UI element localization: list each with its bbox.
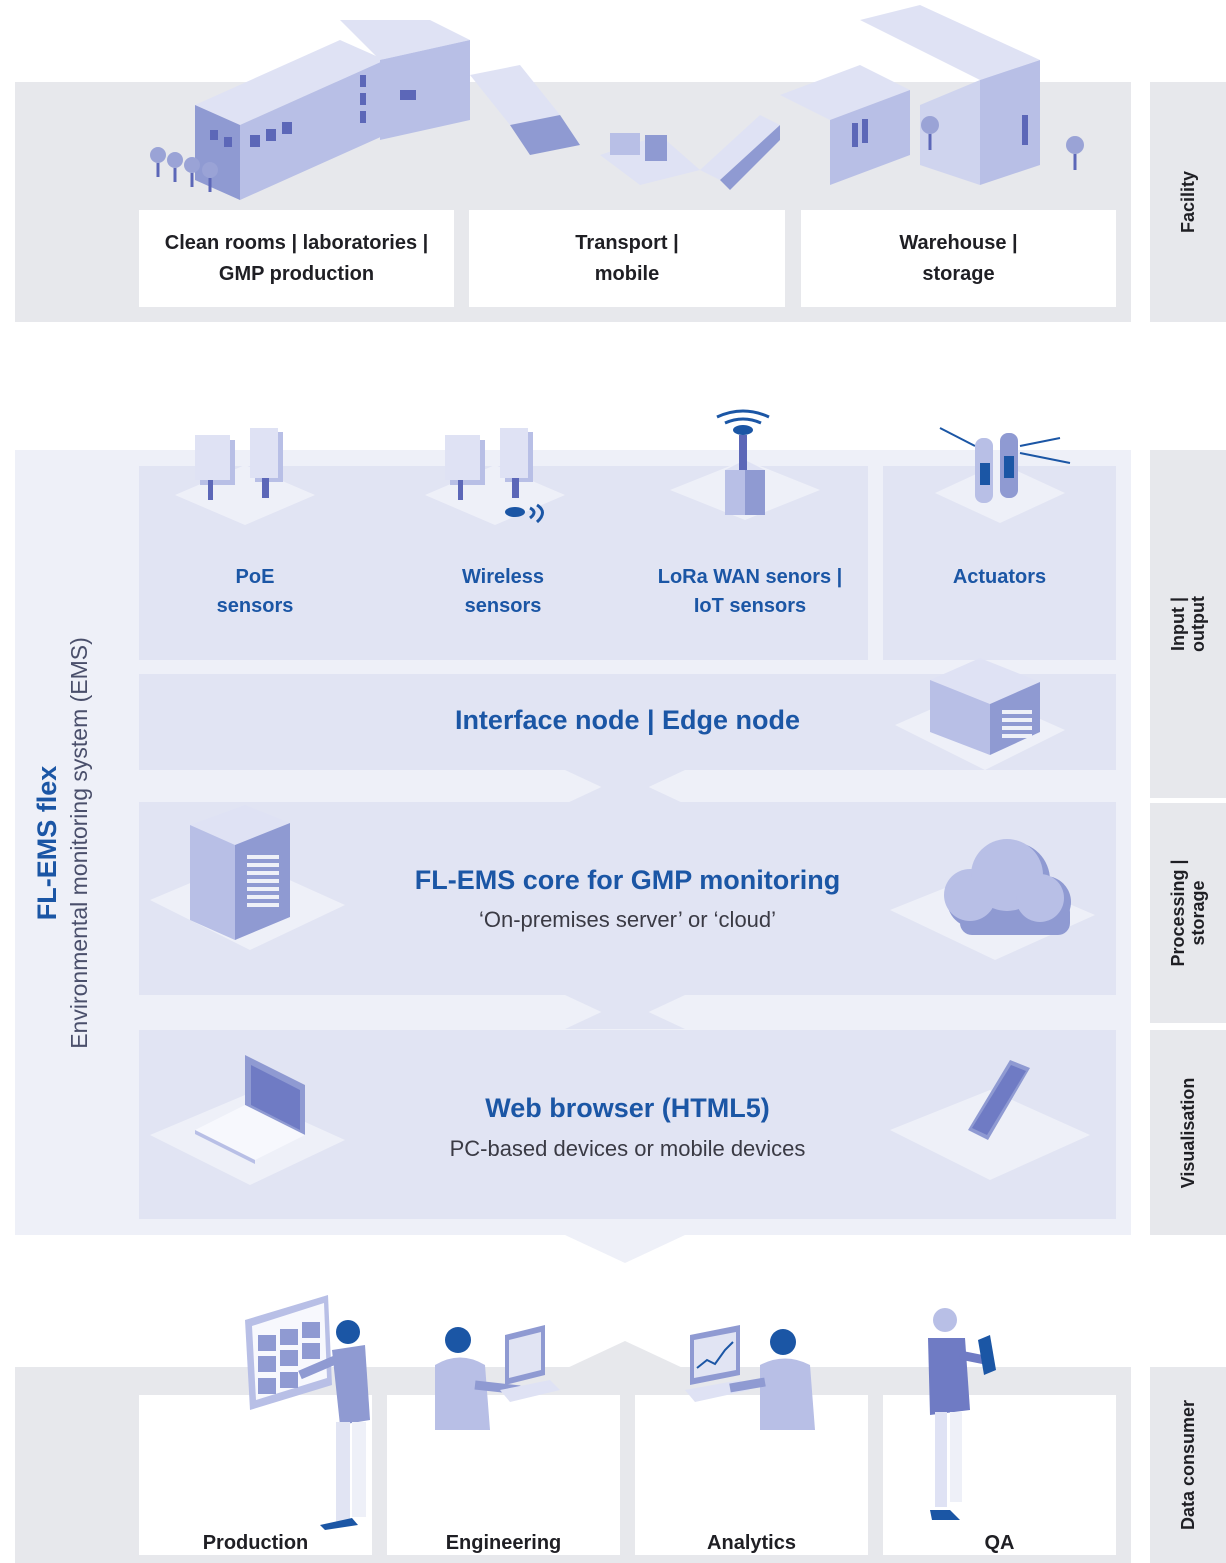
system-name: FL-EMS flex [32, 765, 62, 921]
lora-line1: LoRa WAN senors | [657, 566, 843, 588]
browser-title: Web browser (HTML5) [485, 1093, 770, 1123]
facility-box-transport-line2: mobile [594, 262, 660, 285]
facility-box-warehouse-line1: Warehouse | [899, 231, 1018, 254]
facility-side-label: Facility [1178, 170, 1198, 234]
processing-label-line1: Processing | [1168, 859, 1188, 967]
visualisation-tab: Visualisation [1150, 1030, 1226, 1235]
cloud-icon [890, 839, 1095, 960]
facility-box-warehouse: Warehouse | storage [801, 210, 1116, 307]
input-output-label-line1: Input | [1168, 596, 1188, 652]
laptop-icon [150, 1055, 345, 1185]
poe-sensor-icon [175, 428, 315, 525]
input-output-tab: Input | output [1150, 450, 1226, 798]
wireless-line1: Wireless [461, 566, 545, 588]
facility-box-cleanrooms-line2: GMP production [218, 262, 375, 285]
consumer-box-qa [883, 1395, 1116, 1555]
consumer-label-production: Production [202, 1531, 309, 1554]
lora-sensor-icon [670, 409, 820, 520]
flow-chevron-2 [565, 995, 685, 1029]
core-subtitle: ‘On-premises server’ or ‘cloud’ [478, 907, 777, 932]
tablet-icon [890, 1060, 1090, 1180]
qa-worker-illustration [928, 1308, 996, 1520]
visualisation-side-label: Visualisation [1178, 1077, 1198, 1188]
input-output-label-line2: output [1188, 596, 1208, 652]
consumer-box-engineering [387, 1395, 620, 1555]
consumer-label-qa: QA [984, 1531, 1015, 1554]
flow-chevron-3 [565, 1235, 685, 1263]
flow-chevron-1 [565, 770, 685, 804]
flow-chevron-4 [565, 1341, 685, 1369]
core-title: FL-EMS core for GMP monitoring [414, 865, 841, 895]
system-vertical-title: FL-EMS flex Environmental monitoring sys… [30, 637, 94, 1049]
facility-box-cleanrooms: Clean rooms | laboratories | GMP product… [139, 210, 454, 307]
consumer-side-label: Data consumer [1178, 1399, 1198, 1531]
facility-buildings-illustration [150, 5, 1084, 200]
consumer-box-analytics [635, 1395, 868, 1555]
poe-line1: PoE [235, 566, 275, 588]
facility-box-warehouse-line2: storage [922, 262, 995, 285]
processing-tab: Processing | storage [1150, 803, 1226, 1023]
wireless-sensor-icon [425, 428, 565, 525]
analytics-worker-illustration [685, 1325, 815, 1430]
facility-tab: Facility [1150, 82, 1226, 322]
poe-line2: sensors [216, 595, 294, 617]
lora-sensors-label: LoRa WAN senors | IoT sensors [630, 563, 870, 621]
lora-line2: IoT sensors [693, 595, 807, 617]
actuators-label: Actuators [883, 563, 1116, 592]
consumer-tab: Data consumer [1150, 1367, 1226, 1563]
processing-label-line2: storage [1188, 880, 1208, 946]
actuator-icon [935, 427, 1071, 523]
facility-box-transport: Transport | mobile [469, 210, 785, 307]
interface-title: Interface node | Edge node [454, 705, 801, 735]
poe-sensors-label: PoE sensors [155, 563, 355, 621]
consumer-label-engineering: Engineering [445, 1531, 562, 1554]
browser-subtitle: PC-based devices or mobile devices [449, 1136, 806, 1161]
production-worker-illustration [245, 1295, 370, 1530]
wireless-line2: sensors [464, 595, 542, 617]
engineering-worker-illustration [435, 1325, 560, 1430]
system-subtitle: Environmental monitoring system (EMS) [66, 637, 92, 1049]
input-output-side-label: Input | output [1168, 596, 1208, 652]
actuators-line1: Actuators [952, 566, 1047, 588]
processing-side-label: Processing | storage [1168, 859, 1208, 966]
facility-box-cleanrooms-line1: Clean rooms | laboratories | [164, 231, 429, 254]
facility-box-transport-line1: Transport | [575, 231, 679, 254]
edge-node-icon [895, 658, 1065, 770]
consumer-label-analytics: Analytics [707, 1531, 796, 1554]
server-icon [150, 805, 345, 950]
wireless-sensors-label: Wireless sensors [403, 563, 603, 621]
